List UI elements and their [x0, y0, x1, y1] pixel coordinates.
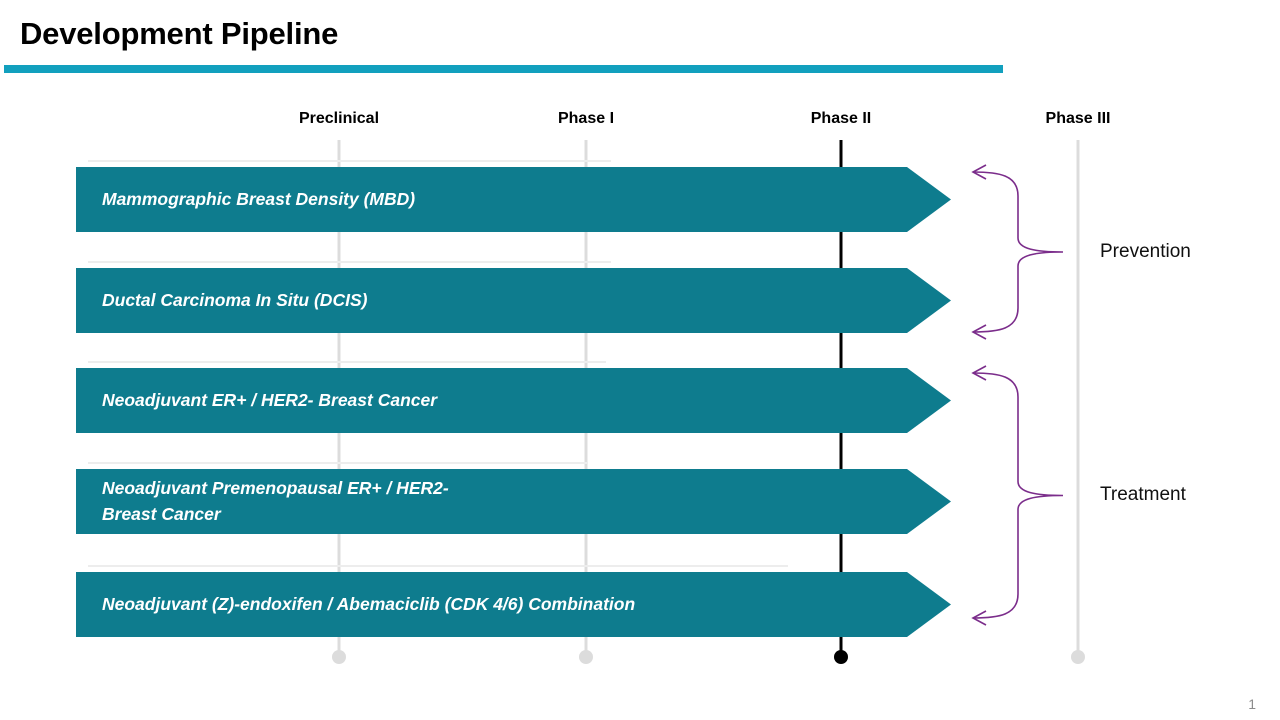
bar-guide-line-2 [88, 361, 606, 363]
group-brace-prevention [971, 164, 1064, 340]
group-label-treatment: Treatment [1100, 484, 1186, 505]
pipeline-bar-label-2: Neoadjuvant ER+ / HER2- Breast Cancer [102, 389, 438, 410]
brace-arrowhead-prevention-1 [971, 324, 987, 340]
brace-arrowhead-treatment-1 [971, 610, 987, 626]
page-number: 1 [1248, 696, 1256, 712]
phase-label-1: Phase I [557, 110, 615, 127]
pipeline-bar-1[interactable]: Ductal Carcinoma In Situ (DCIS) [76, 268, 951, 333]
pipeline-bar-4[interactable]: Neoadjuvant (Z)-endoxifen / Abemaciclib … [76, 572, 951, 637]
bar-guide-line-3 [88, 462, 588, 464]
phase-endpoint-dot-1 [579, 650, 593, 664]
pipeline-bar-label-1: Ductal Carcinoma In Situ (DCIS) [102, 289, 368, 310]
brace-arrowhead-prevention-0 [971, 164, 987, 180]
group-label-prevention: Prevention [1100, 241, 1191, 262]
phase-label-3: Phase III [1045, 110, 1111, 127]
pipeline-bar-label-3: Neoadjuvant Premenopausal ER+ / HER2- Br… [102, 478, 449, 524]
phase-endpoint-dot-0 [332, 650, 346, 664]
phase-endpoint-dot-2 [834, 650, 848, 664]
phase-endpoint-dot-3 [1071, 650, 1085, 664]
bar-guide-line-1 [88, 261, 611, 263]
page-title: Development Pipeline [20, 16, 339, 51]
pipeline-bar-0[interactable]: Mammographic Breast Density (MBD) [76, 167, 951, 232]
phase-label-0: Preclinical [298, 110, 380, 127]
pipeline-bar-3[interactable]: Neoadjuvant Premenopausal ER+ / HER2- Br… [76, 469, 951, 534]
bar-guide-line-4 [88, 565, 788, 567]
bar-guide-line-0 [88, 160, 611, 162]
phase-axis-3 [1076, 140, 1080, 658]
pipeline-bar-label-0: Mammographic Breast Density (MBD) [102, 188, 416, 209]
title-accent-rule [4, 65, 1003, 73]
group-brace-treatment [971, 365, 1064, 626]
pipeline-bar-2[interactable]: Neoadjuvant ER+ / HER2- Breast Cancer [76, 368, 951, 433]
brace-arrowhead-treatment-0 [971, 365, 987, 381]
phase-label-2: Phase II [810, 110, 872, 127]
pipeline-bar-label-4: Neoadjuvant (Z)-endoxifen / Abemaciclib … [102, 593, 636, 614]
